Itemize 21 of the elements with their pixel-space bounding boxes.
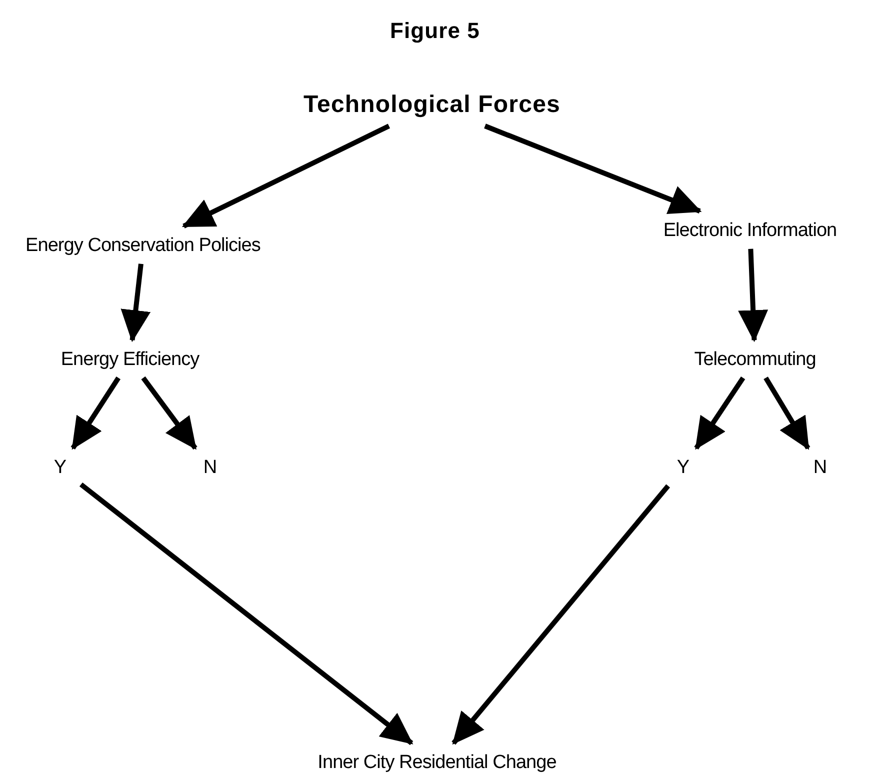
arrow xyxy=(182,124,390,228)
node-text: Electronic Information xyxy=(620,219,880,243)
arrow xyxy=(694,376,746,450)
arrow xyxy=(79,482,414,746)
node-text: Inner City Residential Change xyxy=(277,751,597,775)
node-text: Energy Efficiency xyxy=(10,348,250,372)
arrow xyxy=(484,124,702,214)
figure-title: Figure 5 xyxy=(389,17,481,45)
node-text: Energy Conservation Policies xyxy=(8,234,278,258)
root-node-text: Technological Forces xyxy=(282,90,582,120)
arrow xyxy=(120,264,151,342)
node-text: Telecommuting xyxy=(655,348,855,372)
arrow xyxy=(70,376,121,450)
arrow xyxy=(764,376,810,450)
arrow xyxy=(452,484,670,745)
arrow xyxy=(141,376,198,450)
node-text: N xyxy=(805,456,835,480)
arrow xyxy=(738,248,768,342)
node-text: Y xyxy=(45,456,75,480)
node-text: Y xyxy=(668,456,698,480)
node-text: N xyxy=(195,456,225,480)
